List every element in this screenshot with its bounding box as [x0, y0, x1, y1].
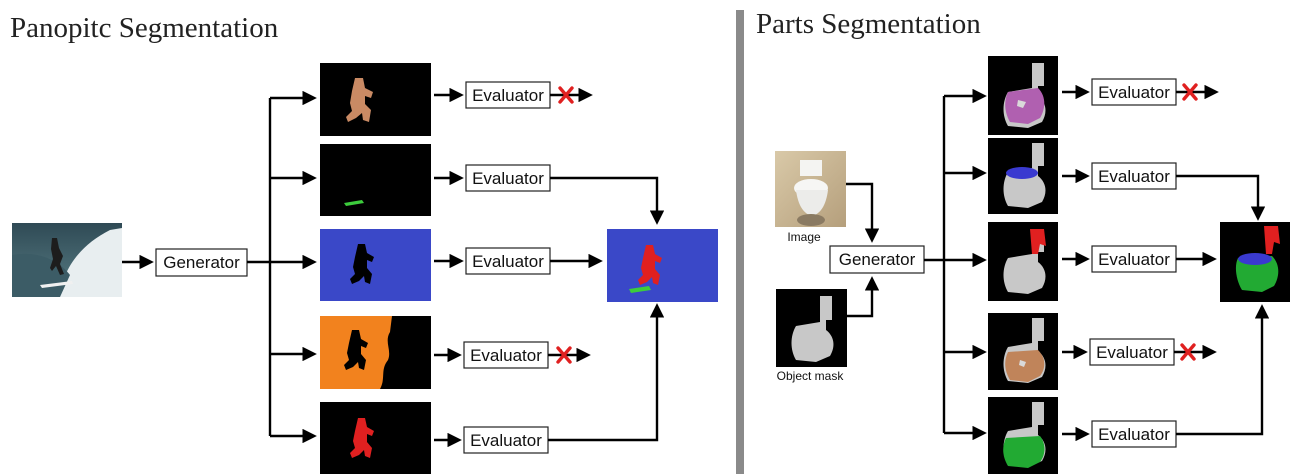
parts-reject-arrow-1 — [1176, 83, 1219, 101]
parts-generator-label: Generator — [839, 250, 916, 269]
parts-evaluator-5: Evaluator — [1091, 420, 1177, 448]
panoptic-evaluator-label-5: Evaluator — [470, 431, 542, 450]
parts-evaluator-label-2: Evaluator — [1098, 167, 1170, 186]
panoptic-evaluator-label-1: Evaluator — [472, 86, 544, 105]
reject-x-icon — [1182, 83, 1198, 101]
panoptic-generator-label: Generator — [163, 253, 240, 272]
panoptic-candidate-mask-4 — [320, 316, 431, 389]
panoptic-candidate-mask-5 — [320, 402, 431, 474]
panoptic-reject-arrow-1 — [550, 86, 593, 104]
image-caption: Image — [787, 230, 821, 244]
parts-evaluator-4: Evaluator — [1089, 338, 1175, 366]
panoptic-evaluator-label-2: Evaluator — [472, 169, 544, 188]
parts-candidate-mask-4 — [988, 313, 1058, 390]
reject-x-icon — [558, 86, 574, 104]
reject-x-icon — [1180, 343, 1196, 361]
object-mask-input-image — [776, 289, 847, 367]
panoptic-candidate-mask-3 — [320, 229, 431, 301]
panoptic-title: Panopitc Segmentation — [10, 12, 279, 44]
surfer-input-image — [12, 223, 122, 297]
parts-evaluator-label-4: Evaluator — [1096, 343, 1168, 362]
panoptic-evaluator-4: Evaluator — [463, 341, 549, 369]
panoptic-evaluator-label-3: Evaluator — [472, 252, 544, 271]
panoptic-candidate-mask-1 — [320, 63, 431, 136]
parts-candidate-mask-1 — [988, 56, 1058, 135]
panoptic-generator-box — [155, 248, 248, 277]
parts-merged-output — [1220, 222, 1290, 302]
parts-evaluator-1: Evaluator — [1091, 78, 1177, 106]
panoptic-candidate-mask-2 — [320, 144, 431, 216]
parts-evaluator-label-5: Evaluator — [1098, 425, 1170, 444]
panoptic-evaluator-5: Evaluator — [463, 426, 549, 454]
parts-candidate-mask-2 — [988, 138, 1058, 214]
parts-evaluator-label-3: Evaluator — [1098, 250, 1170, 269]
parts-candidate-mask-5 — [988, 397, 1058, 474]
parts-evaluator-2: Evaluator — [1091, 162, 1177, 190]
parts-reject-arrow-4 — [1174, 343, 1217, 361]
toilet-input-image — [775, 151, 846, 227]
panoptic-evaluator-label-4: Evaluator — [470, 346, 542, 365]
parts-candidate-mask-3 — [988, 222, 1058, 301]
panoptic-merged-output — [607, 229, 718, 302]
object-mask-caption: Object mask — [777, 369, 845, 383]
parts-evaluator-3: Evaluator — [1091, 245, 1177, 273]
panoptic-evaluator-2: Evaluator — [465, 164, 551, 192]
parts-evaluator-label-1: Evaluator — [1098, 83, 1170, 102]
panoptic-reject-arrow-4 — [548, 346, 591, 364]
section-divider — [736, 10, 744, 474]
panoptic-evaluator-3: Evaluator — [465, 247, 551, 275]
parts-title: Parts Segmentation — [756, 8, 981, 40]
panoptic-evaluator-1: Evaluator — [465, 81, 551, 109]
reject-x-icon — [556, 346, 572, 364]
